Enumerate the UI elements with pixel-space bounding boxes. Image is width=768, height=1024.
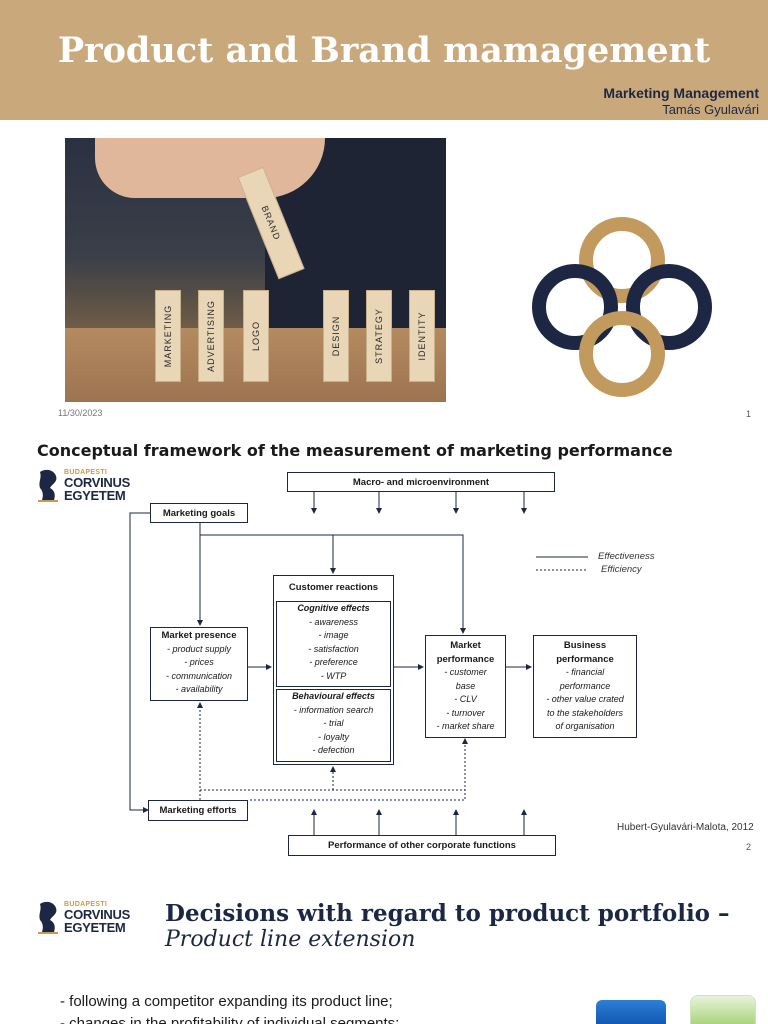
interlocking-rings-logo (532, 217, 712, 397)
photo-block: STRATEGY (366, 290, 392, 382)
raven-icon (38, 901, 58, 934)
slide-date: 11/30/2023 (58, 408, 103, 418)
diagram-connectors (129, 492, 588, 835)
course-name: Marketing Management (603, 85, 759, 101)
marketing-efforts-box: Marketing efforts (148, 800, 248, 821)
photo-block: IDENTITY (409, 290, 435, 382)
source-citation: Hubert-Gyulavári-Malota, 2012 (617, 822, 754, 833)
product-pack-image (690, 995, 756, 1024)
photo-block: MARKETING (155, 290, 181, 382)
customer-reactions-box: Customer reactions Cognitive effects - a… (273, 575, 394, 765)
page-number: 1 (746, 409, 752, 419)
business-performance-box: Business performance - financial perform… (533, 635, 637, 738)
market-presence-box: Market presence - product supply - price… (150, 627, 248, 701)
environment-box: Macro- and microenvironment (287, 472, 555, 492)
legend-efficiency: Efficiency (601, 564, 642, 575)
other-functions-box: Performance of other corporate functions (288, 835, 556, 856)
product-pack-image (596, 1000, 666, 1024)
slide-title: Product and Brand mamagement (57, 30, 711, 71)
brand-blocks-photo: MARKETING ADVERTISING LOGO DESIGN STRATE… (65, 138, 446, 402)
slide-heading: Decisions with regard to product portfol… (165, 900, 730, 927)
title-banner (0, 0, 768, 120)
slide-subheading: Product line extension (165, 927, 416, 952)
photo-block: DESIGN (323, 290, 349, 382)
author-name: Tamás Gyulavári (662, 102, 759, 117)
corvinus-logo: BUDAPESTI CORVINUS EGYETEM (36, 468, 130, 502)
corvinus-logo: BUDAPESTI CORVINUS EGYETEM (36, 900, 130, 934)
page-number: 2 (746, 842, 752, 852)
photo-block: ADVERTISING (198, 290, 224, 382)
slide-title: Conceptual framework of the measurement … (37, 441, 673, 460)
behavioural-effects-box: Behavioural effects - information search… (276, 689, 391, 762)
raven-icon (38, 469, 58, 502)
photo-block: LOGO (243, 290, 269, 382)
bullet-item: - changes in the profitability of indivi… (60, 1015, 400, 1024)
market-performance-box: Market performance - customer base - CLV… (425, 635, 506, 738)
photo-hand (95, 138, 325, 198)
legend-effectiveness: Effectiveness (598, 551, 655, 562)
marketing-goals-box: Marketing goals (150, 503, 248, 523)
bullet-item: - following a competitor expanding its p… (60, 993, 393, 1010)
cognitive-effects-box: Cognitive effects - awareness - image - … (276, 601, 391, 687)
